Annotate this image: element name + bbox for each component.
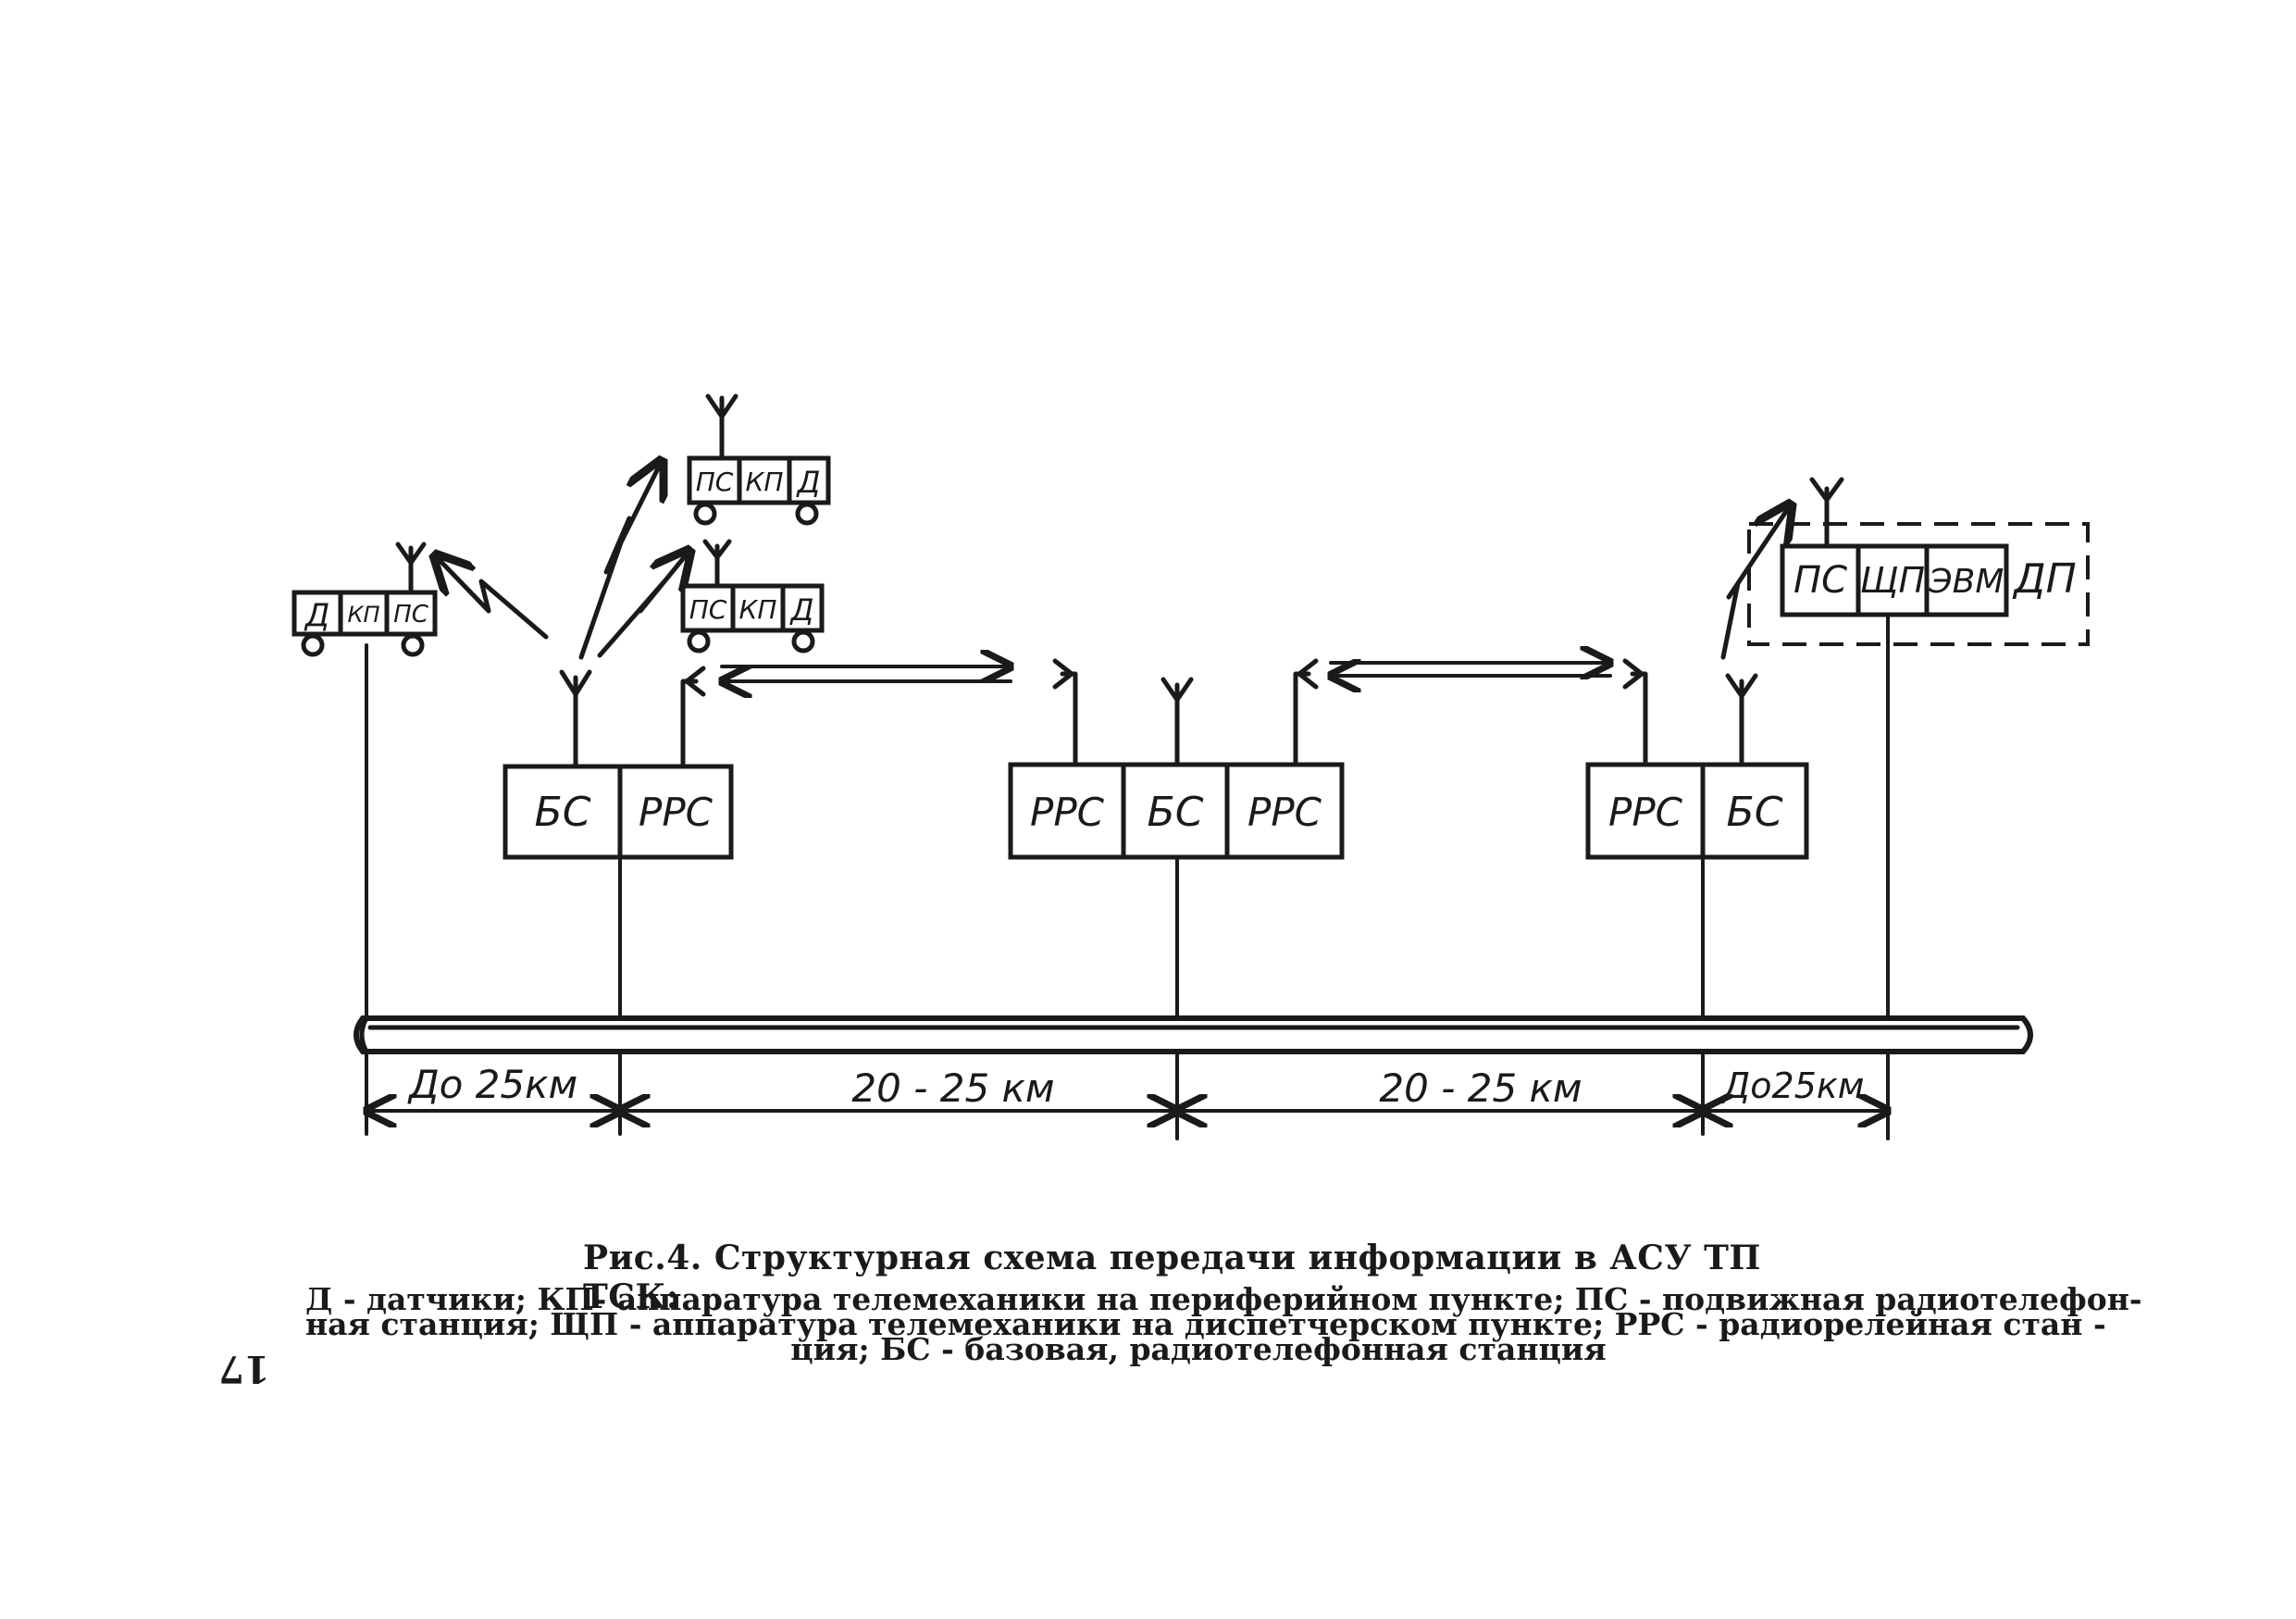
- antenna-icon: [559, 669, 592, 769]
- kp-label: КП: [739, 594, 777, 625]
- distance-label-2: 20 - 25 км: [851, 1065, 1054, 1111]
- legend-line: ная станция; ЩП - аппаратура телемеханик…: [305, 1306, 2106, 1342]
- radio-link-icon: [1720, 504, 1791, 660]
- kp-box-mid: [730, 583, 786, 633]
- rrs-label: РРС: [1030, 790, 1105, 835]
- bs-label: БС: [1727, 789, 1783, 836]
- radio-link-icon: [578, 461, 662, 660]
- kp-box-left: [338, 590, 390, 637]
- ps-label: ПС: [1793, 559, 1847, 602]
- dimension-lines: До 25км 20 - 25 км 20 - 25 км До25км: [366, 1062, 1888, 1111]
- radio-link-icon: [435, 555, 549, 640]
- dp-label: ДП: [2012, 555, 2076, 603]
- kp-box-top: [737, 455, 792, 505]
- wheel-icon: [693, 502, 717, 526]
- shchp-label: ЩП: [1860, 560, 1925, 601]
- kp-label: КП: [347, 602, 379, 628]
- pipeline-body: [354, 1015, 2033, 1054]
- pipeline: [354, 1015, 2033, 1054]
- d-label: Д: [304, 597, 330, 634]
- dp-dashed-frame: [1747, 522, 2090, 646]
- antenna-icon: [705, 393, 738, 461]
- drop-lines: [365, 613, 1890, 1140]
- rrs-dish-icon: [1622, 658, 1644, 690]
- figure-caption-title: Рис.4. Структурная схема передачи информ…: [583, 1239, 1761, 1316]
- bs-box-1: [503, 764, 623, 860]
- antenna-icon: [1160, 677, 1194, 767]
- rrs-dish-icon: [1297, 658, 1319, 690]
- rrs-feed: [1293, 671, 1311, 767]
- d-label: Д: [789, 592, 814, 628]
- bs-box-3: [1700, 762, 1809, 860]
- d-box-top: [787, 455, 831, 505]
- antenna-icon: [702, 539, 732, 589]
- bs-label: БС: [1148, 789, 1204, 836]
- legend-line: ция; БС - базовая, радиотелефонная станц…: [790, 1331, 1607, 1367]
- pipeline-end: [359, 1015, 369, 1054]
- d-box-left: [292, 590, 343, 637]
- dispatch-point: ПС ЩП ЭВМ ДП: [1747, 477, 2090, 646]
- legend-line: Д - датчики; КП- аппаратура телемеханики…: [305, 1281, 2142, 1317]
- wheel-icon: [401, 633, 425, 657]
- rrs-feed: [1630, 671, 1648, 767]
- ps-label: ПС: [696, 467, 734, 497]
- antenna-icon: [1809, 477, 1844, 549]
- rrs-box-1: [617, 764, 734, 860]
- d-label: Д: [796, 465, 821, 500]
- wheel-icon: [795, 502, 819, 526]
- rrs-label: РРС: [1608, 790, 1683, 835]
- wheel-icon: [791, 629, 815, 654]
- antenna-icon: [395, 542, 427, 595]
- radio-links: [435, 461, 1791, 660]
- relay-links: [722, 663, 1610, 681]
- wheel-icon: [301, 633, 325, 657]
- wheel-icon: [687, 629, 711, 654]
- evm-label: ЭВМ: [1929, 563, 2004, 601]
- rrs-feed: [1060, 671, 1078, 767]
- station-3: РРС БС: [1585, 658, 1809, 860]
- mobile-unit-middle: ПС КП Д: [680, 539, 825, 654]
- ps-label: ПС: [393, 601, 429, 629]
- ps-box-dp: [1780, 543, 1861, 617]
- mobile-unit-top: ПС КП Д: [687, 393, 831, 526]
- distance-label-1: До 25км: [407, 1062, 577, 1107]
- station-1: БС РРС: [503, 666, 734, 860]
- rrs-box-2b: [1224, 762, 1345, 860]
- figure-caption-legend: Д - датчики; КП- аппаратура телемеханики…: [305, 1281, 2142, 1367]
- rrs-feed: [680, 679, 699, 769]
- station-2: РРС БС РРС: [1008, 658, 1345, 860]
- evm-box: [1924, 543, 2009, 617]
- rrs-dish-icon: [1052, 658, 1074, 690]
- rrs-box-2a: [1008, 762, 1126, 860]
- ps-label: ПС: [689, 594, 727, 625]
- radio-link-icon: [597, 551, 689, 658]
- mobile-unit-left: Д КП ПС: [292, 542, 438, 657]
- distance-label-4: До25км: [1721, 1065, 1865, 1106]
- bs-label: БС: [535, 789, 591, 836]
- rrs-dish-icon: [684, 666, 706, 697]
- rrs-label: РРС: [639, 790, 714, 835]
- antenna-icon: [1725, 673, 1758, 767]
- page-number: 17: [218, 1347, 270, 1390]
- distance-label-3: 20 - 25 км: [1379, 1065, 1582, 1111]
- kp-label: КП: [746, 467, 784, 497]
- rrs-label: РРС: [1247, 790, 1322, 835]
